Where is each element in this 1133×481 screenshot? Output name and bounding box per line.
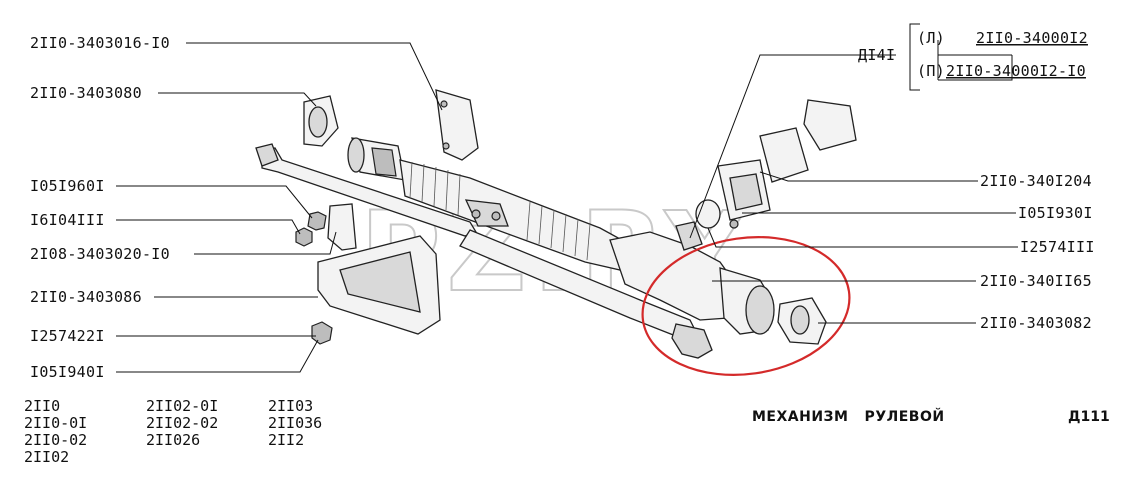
- mount-bolt: [491, 211, 501, 221]
- model-item: 2II036: [268, 414, 323, 432]
- bracket-clamp: [327, 203, 357, 251]
- model-item: 2II026: [146, 431, 201, 449]
- label-left-pn: 2II0-34000I2: [976, 29, 1088, 47]
- housing-cap: [745, 285, 775, 335]
- diagram-code: Д111: [1068, 409, 1110, 425]
- label-2110-3403086: 2II0-3403086: [30, 288, 142, 306]
- label-2110-3401204: 2II0-340I204: [980, 172, 1092, 190]
- leader-lines: [116, 40, 1018, 373]
- variant-bracket: [909, 23, 920, 91]
- rack-clamp: [371, 147, 397, 177]
- label-1051940: I05I940I: [30, 363, 105, 381]
- diagram-title: МЕХАНИЗМ РУЛЕВОЙ: [752, 409, 945, 425]
- parts-drawing: [255, 89, 857, 359]
- model-item: 2II0-02: [24, 431, 88, 449]
- washer-upper: [307, 211, 327, 231]
- label-2110-3403082: 2II0-3403082: [980, 314, 1092, 332]
- label-2110-3403080: 2II0-3403080: [30, 84, 142, 102]
- label-2110-3403016-10: 2II0-3403016-I0: [30, 34, 170, 52]
- models-column-3: 2II03 2II036 2II2: [268, 398, 322, 449]
- mounting-bracket-face: [339, 251, 421, 313]
- models-column-2: 2II02-0I 2II02-02 2II026: [146, 398, 218, 449]
- highlight-ellipse: [641, 236, 851, 376]
- label-1257421: I257422I: [30, 327, 105, 345]
- cover-plate-inner: [729, 173, 763, 211]
- label-d141: ДI4I: [858, 46, 895, 64]
- label-1051930: I05I930I: [1018, 204, 1093, 222]
- label-left-mark: (Л): [917, 29, 945, 47]
- model-item: 2II02-02: [146, 414, 219, 432]
- rack-tube-end: [347, 137, 365, 173]
- model-item: 2II0: [24, 397, 61, 415]
- model-item: 2II0-0I: [24, 414, 88, 432]
- label-1257411: I2574III: [1020, 238, 1095, 256]
- part-labels: 2II0-3403016-I0 2II0-3403080 I05I960I I6…: [30, 29, 1095, 381]
- nut-upper: [295, 227, 313, 247]
- model-item: 2II2: [268, 431, 305, 449]
- rack-bracket-top: [435, 89, 479, 161]
- pinion-shaft: [675, 221, 703, 251]
- label-1051960: I05I960I: [30, 177, 105, 195]
- label-right-pn: 2II0-34000I2-I0: [946, 62, 1086, 80]
- gasket-2: [759, 127, 809, 183]
- label-1610411: I6I04III: [30, 211, 105, 229]
- gasket-1: [803, 99, 857, 151]
- model-item: 2II02-0I: [146, 397, 219, 415]
- tie-rod-end-right: [671, 323, 713, 359]
- nut-lower: [311, 321, 333, 345]
- label-2108-3403020-10: 2I08-3403020-I0: [30, 245, 170, 263]
- tie-rod-end-left: [255, 143, 279, 167]
- model-item: 2II02: [24, 448, 70, 466]
- model-item: 2II03: [268, 397, 314, 415]
- models-column-1: 2II0 2II0-0I 2II0-02 2II02: [24, 398, 87, 466]
- mount-bolt: [471, 209, 481, 219]
- label-right-mark: (П): [917, 62, 945, 80]
- label-2110-3401165: 2II0-340II65: [980, 272, 1092, 290]
- small-washer: [729, 219, 739, 229]
